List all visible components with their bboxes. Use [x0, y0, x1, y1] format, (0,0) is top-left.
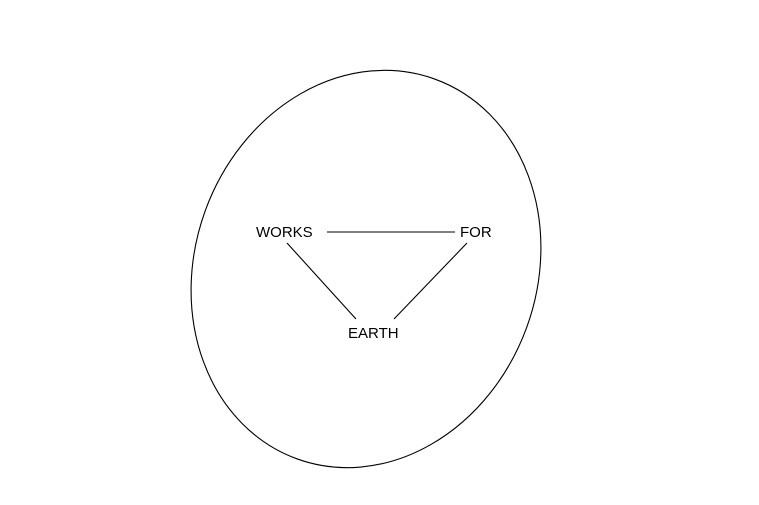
node-works-label: WORKS — [256, 224, 313, 241]
node-earth-label: EARTH — [348, 325, 399, 342]
node-for-label: FOR — [460, 224, 492, 241]
edge-works-earth — [286, 242, 357, 320]
edge-for-earth — [393, 242, 468, 320]
enclosing-ellipse — [190, 69, 542, 469]
